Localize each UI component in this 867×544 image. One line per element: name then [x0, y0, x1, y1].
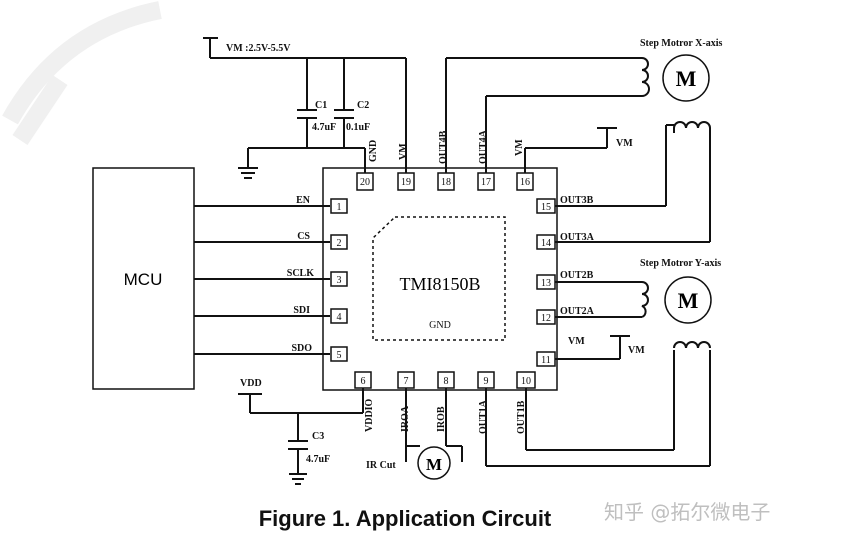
- right-pins: 15 14 13 12 11 OUT3B OUT3A OUT2B OUT2A V…: [536, 195, 595, 367]
- pin-20-number: 20: [360, 177, 370, 188]
- ir-cut-motor-wiring: M IR Cut: [366, 388, 463, 480]
- x-axis-coil-b: [673, 121, 711, 129]
- pin-9-number: 9: [484, 376, 489, 387]
- pin-vm-11-label: VM: [568, 336, 585, 347]
- pin-14-number: 14: [541, 238, 551, 249]
- pin-sdi-label: SDI: [293, 305, 310, 316]
- pin-18-number: 18: [441, 177, 451, 188]
- pin-out1a-label: OUT1A: [478, 399, 489, 434]
- vm-range-label: VM :2.5V-5.5V: [226, 43, 291, 54]
- pin-out3b-label: OUT3B: [560, 195, 594, 206]
- y-axis-motor-wiring: M Step Motror Y-axis VM: [485, 258, 721, 467]
- vdd-supply-network: VDD C3 4.7uF: [238, 378, 364, 485]
- vm-right-mid-label: VM: [628, 345, 645, 356]
- pin-19-number: 19: [401, 177, 411, 188]
- pin-vm-19-label: VM: [398, 143, 409, 160]
- pin-out3a-label: OUT3A: [560, 232, 595, 243]
- c3-name: C3: [312, 431, 324, 442]
- pin-6-number: 6: [361, 376, 366, 387]
- pin-12-number: 12: [541, 313, 551, 324]
- pin-4-number: 4: [337, 312, 342, 323]
- y-axis-motor-icon: [664, 276, 712, 324]
- thermal-pad-gnd-label: GND: [429, 320, 451, 331]
- c2-name: C2: [357, 100, 369, 111]
- pin-out4b-label: OUT4B: [438, 130, 449, 164]
- pin-cs-label: CS: [297, 231, 310, 242]
- ir-cut-label: IR Cut: [366, 460, 396, 471]
- c1-value: 4.7uF: [312, 122, 336, 133]
- ir-cut-motor-symbol: M: [426, 455, 442, 474]
- pin-7-number: 7: [404, 376, 409, 387]
- chip-body: [322, 167, 558, 391]
- pin-out2b-label: OUT2B: [560, 270, 594, 281]
- pin-13-number: 13: [541, 278, 551, 289]
- ir-cut-motor-icon: [417, 446, 451, 480]
- x-axis-motor-wiring: M Step Motror X-axis VM: [445, 38, 723, 243]
- x-axis-motor-label: Step Motror X-axis: [640, 38, 723, 49]
- y-axis-coil-b: [673, 341, 711, 349]
- pin-vm-16-label: VM: [514, 139, 525, 156]
- pin-gnd-label: GND: [368, 140, 379, 162]
- pin-out4a-label: OUT4A: [478, 129, 489, 164]
- mcu-block: [92, 167, 195, 390]
- vdd-label: VDD: [240, 378, 262, 389]
- c1-name: C1: [315, 100, 327, 111]
- c3-value: 4.7uF: [306, 454, 330, 465]
- x-axis-motor-icon: [662, 54, 710, 102]
- source-watermark: 知乎 @拓尔微电子: [604, 500, 770, 524]
- pin-1-number: 1: [337, 202, 342, 213]
- pin-15-number: 15: [541, 202, 551, 213]
- pin-en-label: EN: [296, 195, 311, 206]
- pin-10-number: 10: [521, 376, 531, 387]
- vm-supply-network: VM :2.5V-5.5V C1 4.7uF C2 0.1uF: [203, 37, 407, 179]
- y-axis-coil-a: [641, 281, 649, 318]
- pin-out1b-label: OUT1B: [516, 400, 527, 434]
- pin-16-number: 16: [520, 177, 530, 188]
- left-pins: 1 2 3 4 5 EN CS SCLK SDI SDO: [194, 195, 348, 362]
- pin-5-number: 5: [337, 350, 342, 361]
- pin-17-number: 17: [481, 177, 491, 188]
- thermal-pad-outline: [372, 216, 506, 341]
- chip-name: TMI8150B: [400, 274, 481, 294]
- x-axis-coil-a: [641, 57, 650, 97]
- y-axis-motor-symbol: M: [678, 288, 699, 313]
- pin-8-number: 8: [444, 376, 449, 387]
- y-axis-motor-label: Step Motror Y-axis: [640, 258, 721, 269]
- x-axis-motor-symbol: M: [676, 66, 697, 91]
- pin-vddio-label: VDDIO: [364, 398, 375, 432]
- pin-11-number: 11: [541, 355, 551, 366]
- background-watermark-shapes: [2, 1, 162, 145]
- figure-caption: Figure 1. Application Circuit: [259, 506, 552, 531]
- pin-sclk-label: SCLK: [287, 268, 314, 279]
- vm-right-top-label: VM: [616, 138, 633, 149]
- pin-2-number: 2: [337, 238, 342, 249]
- mcu-label: MCU: [124, 270, 163, 289]
- pin-3-number: 3: [337, 275, 342, 286]
- pin-out2a-label: OUT2A: [560, 306, 595, 317]
- pin-irob-label: IROB: [436, 406, 447, 432]
- c2-value: 0.1uF: [346, 122, 370, 133]
- pin-sdo-label: SDO: [291, 343, 312, 354]
